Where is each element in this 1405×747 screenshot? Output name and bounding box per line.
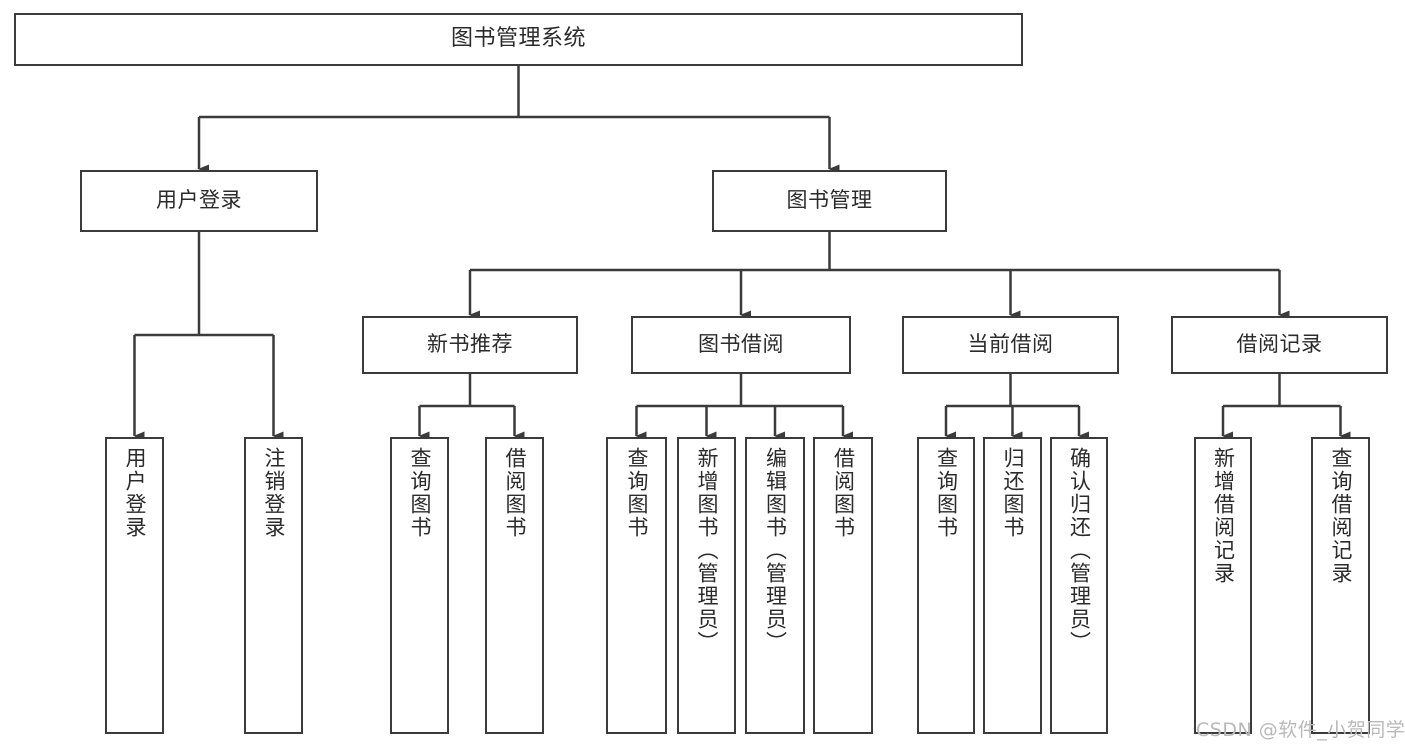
- node-label: 图书借阅: [698, 332, 784, 357]
- node-l3-new-book-rec[interactable]: 新书推荐: [362, 316, 578, 374]
- node-label: 归还图书: [1001, 447, 1025, 539]
- node-l2-user-login[interactable]: 用户登录: [80, 170, 318, 232]
- node-leaf-bb-add-book[interactable]: 新增图书（管理员）: [677, 437, 736, 734]
- node-label: 借阅记录: [1236, 332, 1323, 357]
- watermark-label: CSDN @软件_小贺同学: [1196, 719, 1405, 741]
- node-leaf-cb-confirm-return[interactable]: 确认归还（管理员）: [1050, 437, 1108, 734]
- node-label: 当前借阅: [967, 332, 1054, 357]
- node-label: 用户登录: [123, 447, 147, 539]
- node-label: 用户登录: [156, 188, 242, 213]
- node-leaf-br-add-record[interactable]: 新增借阅记录: [1194, 437, 1252, 734]
- node-label: 借阅图书: [831, 447, 856, 539]
- node-label: 新增借阅记录: [1211, 447, 1236, 585]
- node-label: 编辑图书（管理员）: [763, 447, 788, 654]
- node-leaf-rec-borrow-book[interactable]: 借阅图书: [485, 437, 544, 734]
- node-label: 确认归还（管理员）: [1067, 447, 1092, 654]
- node-leaf-rec-query-book[interactable]: 查询图书: [390, 437, 449, 734]
- node-label: 新增图书（管理员）: [695, 447, 719, 654]
- node-l3-borrow-record[interactable]: 借阅记录: [1171, 316, 1388, 374]
- node-leaf-bb-edit-book[interactable]: 编辑图书（管理员）: [745, 437, 805, 734]
- node-label: 查询借阅记录: [1329, 447, 1353, 585]
- node-leaf-cb-query-book[interactable]: 查询图书: [917, 437, 975, 734]
- node-label: 图书管理系统: [450, 26, 586, 52]
- node-leaf-user-login[interactable]: 用户登录: [105, 437, 164, 734]
- node-leaf-br-query-record[interactable]: 查询借阅记录: [1311, 437, 1370, 734]
- node-l3-current-borrow[interactable]: 当前借阅: [902, 316, 1119, 374]
- edge-paths: [133, 66, 1351, 441]
- node-root[interactable]: 图书管理系统: [14, 13, 1023, 66]
- node-leaf-logout[interactable]: 注销登录: [244, 437, 303, 734]
- node-label: 借阅图书: [503, 447, 527, 539]
- node-label: 注销登录: [262, 447, 286, 539]
- node-leaf-bb-query-book[interactable]: 查询图书: [606, 437, 667, 734]
- node-label: 新书推荐: [427, 332, 513, 357]
- node-leaf-cb-return-book[interactable]: 归还图书: [983, 437, 1042, 734]
- node-l3-book-borrow[interactable]: 图书借阅: [631, 316, 851, 374]
- node-label: 查询图书: [934, 447, 959, 539]
- node-label: 图书管理: [786, 188, 873, 213]
- node-leaf-bb-borrow-book[interactable]: 借阅图书: [813, 437, 873, 734]
- node-label: 查询图书: [625, 447, 649, 539]
- node-label: 查询图书: [408, 447, 432, 539]
- node-l2-book-manage[interactable]: 图书管理: [712, 170, 947, 232]
